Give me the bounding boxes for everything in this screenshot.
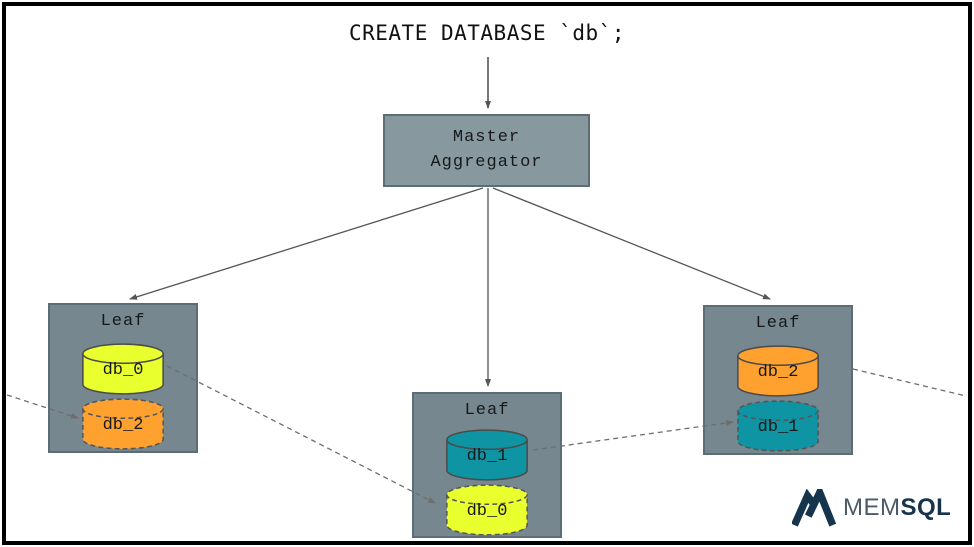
partition-label: db_0 [102,361,144,380]
partition-label: db_0 [466,502,508,521]
database-cylinder-icon [82,343,164,395]
logo-text-mem: MEM [843,494,901,521]
database-cylinder-icon [446,484,528,536]
partition-label: db_2 [102,416,144,435]
leaf1-to-leaf2-replica-arrow [166,365,436,504]
diagram-title: CREATE DATABASE `db`; [348,21,625,45]
leaf-node-label: Leaf [100,312,146,331]
master-aggregator-node: Master Aggregator [383,114,590,187]
leaf-node-label: Leaf [755,314,801,333]
leaf2-partition-db_1-primary: db_1 [444,428,530,482]
database-cylinder-icon [446,429,528,481]
partition-label: db_1 [757,418,799,437]
leaf-node-2: Leaf db_1 db_0 [412,392,562,538]
database-cylinder-icon [82,398,164,450]
replica-out-arrow [852,368,967,397]
logo-text-sql: SQL [900,494,952,521]
memsql-mountain-icon [792,489,836,527]
partition-label: db_1 [466,447,508,466]
leaf3-partition-db_1-replica: db_1 [735,399,821,453]
leaf-node-3: Leaf db_2 db_1 [703,305,853,455]
memsql-logo-text: MEMSQL [843,494,951,522]
leaf-node-1: Leaf db_0 db_2 [48,303,198,453]
leaf2-partition-db_0-replica: db_0 [444,483,530,537]
leaf3-partition-db_2-primary: db_2 [735,344,821,398]
master-to-leaf-1-arrow [129,187,484,300]
leaf1-partition-db_2-replica: db_2 [80,397,166,451]
partition-label: db_2 [757,363,799,382]
database-cylinder-icon [737,400,819,452]
database-cylinder-icon [737,345,819,397]
master-to-leaf-3-arrow [492,187,771,300]
memsql-logo: MEMSQL [792,489,951,527]
leaf1-partition-db_0-primary: db_0 [80,342,166,396]
leaf-node-label: Leaf [464,401,510,420]
